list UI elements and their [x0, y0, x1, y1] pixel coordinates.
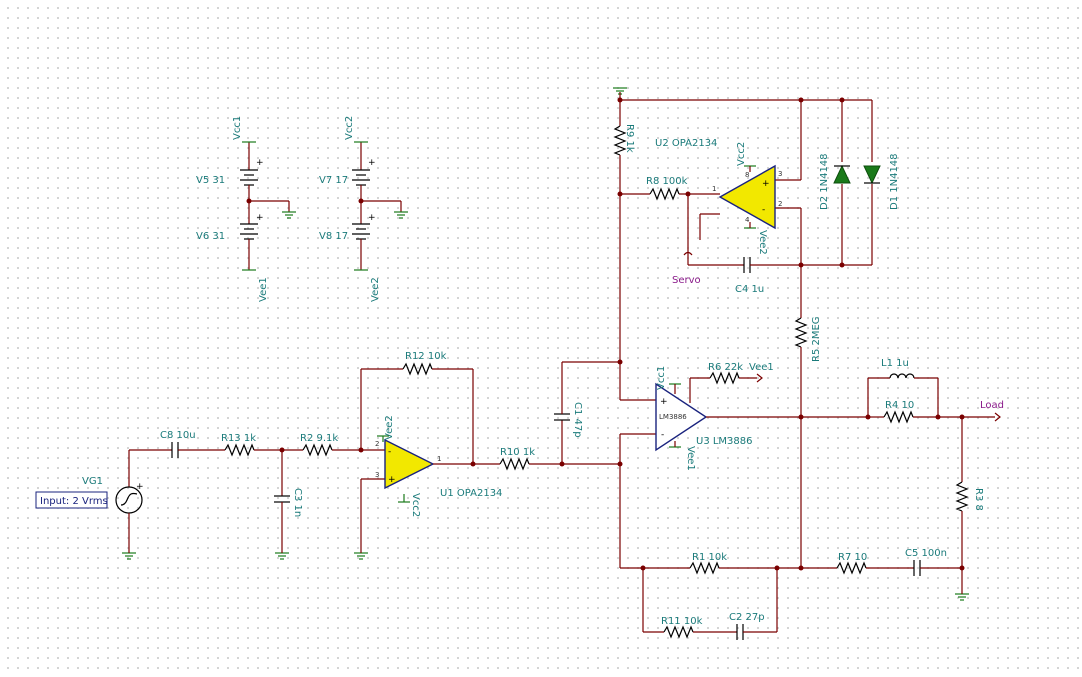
- label-r5: R5 2MEG: [811, 316, 822, 362]
- wires-r6: [689, 371, 763, 403]
- label-r13: R13 1k: [221, 433, 256, 444]
- v7-plus: +: [368, 158, 376, 168]
- label-c8: C8 10u: [160, 430, 196, 441]
- label-u3-chip: LM3886: [659, 413, 687, 421]
- diode-d1[interactable]: [863, 165, 881, 185]
- u2-pin8: 8: [745, 171, 749, 179]
- feedback-network: [620, 560, 965, 640]
- u1-minus: -: [388, 447, 391, 457]
- v5-plus: +: [256, 158, 264, 168]
- label-u1-vcc2: Vcc2: [410, 493, 421, 517]
- label-d2: D2 1N4148: [819, 153, 830, 210]
- opamp-u2[interactable]: [718, 164, 776, 230]
- net-load: Load: [980, 400, 1004, 411]
- output-network: [798, 373, 1001, 594]
- rail-terminals: [242, 141, 756, 503]
- supply-v7-v8[interactable]: [352, 142, 402, 270]
- label-r1: R1 10k: [692, 552, 727, 563]
- label-r6-vee1: Vee1: [749, 362, 774, 373]
- label-vcc1-rail: Vcc1: [232, 116, 243, 140]
- u2-minus: -: [762, 205, 765, 215]
- label-l1: L1 1u: [881, 358, 909, 369]
- label-c3: C3 1n: [292, 488, 303, 517]
- u2-pin2: 2: [778, 200, 782, 208]
- label-v8: V8 17: [319, 231, 348, 242]
- wires-mid: [499, 92, 801, 568]
- label-v5: V5 31: [196, 175, 225, 186]
- servo-loop: [620, 97, 873, 568]
- label-v7: V7 17: [319, 175, 348, 186]
- u3-plus: +: [660, 397, 668, 407]
- label-v6: V6 31: [196, 231, 225, 242]
- label-vg1: VG1: [82, 476, 103, 487]
- diode-d2[interactable]: [833, 164, 851, 184]
- label-r10: R10 1k: [500, 447, 535, 458]
- label-r8: R8 100k: [646, 176, 688, 187]
- label-u1: U1 OPA2134: [440, 488, 502, 499]
- u1-pin2: 2: [375, 440, 379, 448]
- label-r2: R2 9.1k: [300, 433, 338, 444]
- source-vg1[interactable]: [115, 450, 143, 553]
- v8-plus: +: [368, 213, 376, 223]
- label-r7: R7 10: [838, 552, 867, 563]
- label-u3-vee1: Vee1: [685, 446, 696, 471]
- label-u3-vcc1: Vcc1: [656, 366, 667, 390]
- label-vee2-rail: Vee2: [370, 277, 381, 302]
- label-d1: D1 1N4148: [889, 153, 900, 210]
- u2-pin1: 1: [712, 185, 716, 193]
- label-r4: R4 10: [885, 400, 914, 411]
- label-u1-vee2: Vee2: [384, 415, 395, 440]
- u1-plus: +: [388, 475, 396, 485]
- label-u2: U2 OPA2134: [655, 138, 717, 149]
- label-u2-vcc2: Vcc2: [736, 142, 747, 166]
- opamp-u1[interactable]: [384, 438, 500, 490]
- opamp-u3[interactable]: [655, 382, 868, 452]
- label-r12: R12 10k: [405, 351, 447, 362]
- label-u3: U3 LM3886: [696, 436, 753, 447]
- label-c1: C1 47p: [572, 402, 583, 438]
- u3-minus: -: [661, 430, 664, 440]
- label-r6: R6 22k: [708, 362, 743, 373]
- net-servo: Servo: [672, 275, 701, 286]
- u2-plus: +: [762, 179, 770, 189]
- label-c5: C5 100n: [905, 548, 947, 559]
- input-value-text: Input: 2 Vrms: [40, 496, 108, 507]
- label-c2: C2 27p: [729, 612, 765, 623]
- supply-v5-v6[interactable]: [240, 142, 290, 270]
- wires-input: [129, 362, 474, 553]
- label-r11: R11 10k: [661, 616, 703, 627]
- label-vee1-rail: Vee1: [258, 277, 269, 302]
- vg1-plus: +: [136, 482, 144, 492]
- v6-plus: +: [256, 213, 264, 223]
- u2-pin4: 4: [745, 216, 750, 224]
- label-c4: C4 1u: [735, 284, 764, 295]
- label-r9: R9 1k: [624, 124, 635, 153]
- input-value-box[interactable]: [35, 491, 108, 509]
- label-vcc2-rail: Vcc2: [344, 116, 355, 140]
- label-r3: R3 8: [973, 488, 984, 511]
- u2-pin3: 3: [778, 170, 782, 178]
- u1-pin3: 3: [375, 471, 379, 479]
- u1-pin1: 1: [437, 455, 441, 463]
- label-u2-vee2: Vee2: [757, 230, 768, 255]
